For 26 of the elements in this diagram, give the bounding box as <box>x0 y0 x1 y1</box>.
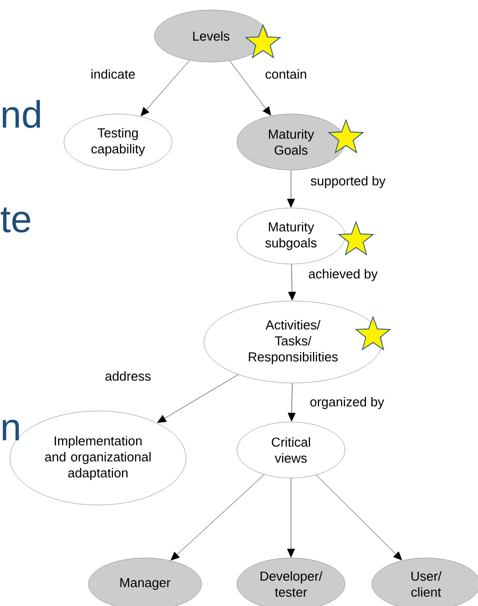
ellipse-node: Developer/ tester <box>236 558 346 606</box>
edge-label: achieved by <box>307 268 379 282</box>
arrow <box>157 374 238 423</box>
edge-label: address <box>104 370 152 382</box>
ellipse-node: Activities/ Tasks/ Responsibilities <box>204 300 382 384</box>
arrow <box>170 474 264 560</box>
arrow <box>288 383 296 422</box>
ellipse-node: User/ client <box>372 558 478 606</box>
arrow <box>287 170 295 208</box>
cut-off-text: te <box>0 208 30 232</box>
edge-label: contain <box>264 68 308 80</box>
ellipse-node: Maturity subgoals <box>236 208 346 264</box>
arrow <box>229 60 272 116</box>
edge-label: supported by <box>309 174 387 190</box>
ellipse-node: Maturity Goals <box>236 114 346 170</box>
arrow <box>316 474 402 560</box>
ellipse-node: Levels <box>154 10 268 62</box>
ellipse-node: Manager <box>88 558 202 606</box>
arrow <box>140 60 190 116</box>
arrow <box>287 478 295 558</box>
arrow <box>288 264 296 301</box>
cut-off-text: nd <box>2 100 40 128</box>
edge-label: indicate <box>90 68 136 80</box>
ellipse-node: Critical views <box>236 422 346 478</box>
ellipse-node: Testing capability <box>64 114 172 170</box>
edge-label: organized by <box>308 396 386 410</box>
